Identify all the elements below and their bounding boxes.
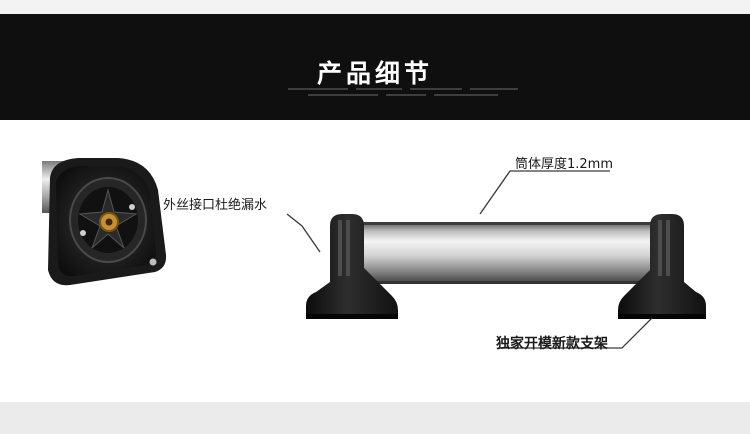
screw-icon: [80, 230, 86, 236]
callout-line-thread-port: [286, 213, 321, 253]
screw-icon: [129, 204, 135, 210]
callout-line-bracket: [498, 317, 653, 349]
section-title: 产品细节: [316, 59, 433, 88]
callout-lines: [286, 170, 653, 349]
stainless-tube: [340, 224, 670, 282]
end-cap-closeup: [42, 158, 167, 286]
section-banner: 产品细节: [0, 14, 750, 120]
callout-thread-port: 外丝接口杜绝漏水: [163, 198, 268, 213]
callout-line-wall-thickness: [479, 170, 610, 215]
screw-icon: [149, 258, 157, 266]
callout-wall-thickness: 筒体厚度1.2mm: [515, 157, 614, 172]
left-bracket: [306, 214, 398, 319]
top-strip: [0, 0, 750, 14]
bottom-strip: [0, 402, 750, 434]
callout-bracket: 独家开模新款支架: [496, 336, 608, 352]
banner-subtitle-decoration: [288, 86, 518, 100]
right-bracket: [618, 214, 706, 319]
filter-assembly: [306, 214, 706, 319]
